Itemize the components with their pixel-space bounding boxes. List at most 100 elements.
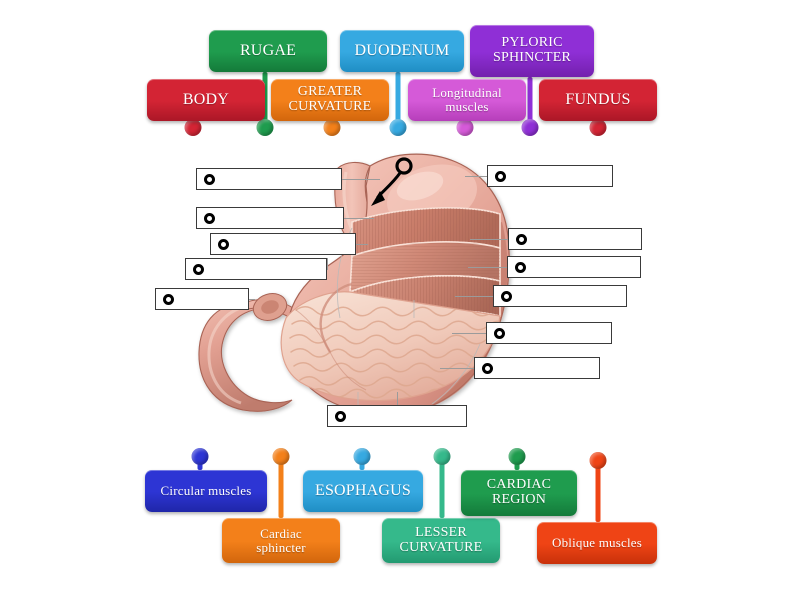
answer-slot[interactable] (493, 285, 627, 307)
leader-line (327, 258, 328, 270)
pin-stem (278, 456, 284, 518)
word-tile-duodenum[interactable]: DUODENUM (340, 30, 464, 72)
drop-target-icon (495, 170, 506, 182)
pin-knob (323, 119, 341, 136)
answer-slot-value (223, 169, 337, 189)
leader-line (356, 244, 368, 245)
pin-knob (521, 119, 539, 136)
pin-cardiac-region (508, 448, 526, 470)
cardiac-sphincter-detail (252, 293, 288, 321)
drop-target-icon (163, 293, 174, 305)
pin-knob (456, 119, 474, 136)
pin-circular-muscles (191, 448, 209, 470)
word-tile-label: RUGAE (239, 41, 297, 59)
answer-slot-value (223, 208, 339, 228)
drop-target-icon (204, 173, 215, 185)
pin-oblique-muscles (589, 452, 607, 522)
answer-slot[interactable] (508, 228, 642, 250)
answer-slot[interactable] (196, 207, 344, 229)
word-tile-label: BODY (182, 90, 230, 108)
leader-line (344, 218, 374, 219)
pin-knob (353, 448, 371, 465)
pin-body (184, 119, 202, 136)
word-tile-label: ESOPHAGUS (314, 481, 412, 499)
word-tile-label: Oblique muscles (551, 535, 642, 551)
word-tile-label: Circular muscles (160, 483, 252, 499)
pin-knob (589, 119, 607, 136)
answer-slot[interactable] (487, 165, 613, 187)
drop-target-icon (515, 261, 526, 273)
answer-slot-value (520, 286, 622, 306)
answer-slot-value (237, 234, 351, 254)
lesser-curvature-wall (319, 282, 353, 353)
pin-pyloric-sphincter (521, 77, 539, 136)
drop-target-icon (501, 290, 512, 302)
leader-line (249, 299, 255, 300)
word-tile-label: DUODENUM (354, 41, 450, 59)
answer-slot[interactable] (474, 357, 600, 379)
pin-fundus (589, 119, 607, 136)
leader-line (465, 176, 487, 177)
answer-slot-value (501, 358, 595, 378)
answer-slot-value (513, 323, 607, 343)
pin-knob (433, 448, 451, 465)
answer-slot-value (212, 259, 322, 279)
answer-slot[interactable] (155, 288, 249, 310)
pin-cardiac-sphincter (272, 448, 290, 518)
word-tile-body[interactable]: BODY (147, 79, 265, 121)
answer-slot-value (354, 406, 462, 426)
pin-stem (527, 77, 533, 126)
drop-target-icon (335, 410, 346, 422)
word-tile-fundus[interactable]: FUNDUS (539, 79, 657, 121)
pin-stem (395, 72, 401, 126)
answer-slot[interactable] (327, 405, 467, 427)
drop-target-icon (494, 327, 505, 339)
answer-slot[interactable] (185, 258, 327, 280)
answer-slot-value (534, 257, 636, 277)
word-tile-label: FUNDUS (565, 90, 631, 108)
pin-duodenum (389, 72, 407, 136)
drop-target-icon (204, 212, 215, 224)
drop-target-icon (516, 233, 527, 245)
answer-slot-value (514, 166, 608, 186)
word-tile-esophagus[interactable]: ESOPHAGUS (303, 470, 423, 512)
rugae-mucosa (280, 291, 501, 402)
answer-slot-value (535, 229, 637, 249)
pin-longitudinal-muscles (456, 119, 474, 136)
word-tile-rugae[interactable]: RUGAE (209, 30, 327, 72)
pin-esophagus (353, 448, 371, 470)
word-tile-circular-muscles[interactable]: Circular muscles (145, 470, 267, 512)
answer-slot[interactable] (507, 256, 641, 278)
leader-line (468, 267, 507, 268)
answer-slot[interactable] (210, 233, 356, 255)
leader-line (470, 239, 508, 240)
pin-knob (184, 119, 202, 136)
leader-line (455, 296, 493, 297)
drop-target-icon (193, 263, 204, 275)
pin-knob (589, 452, 607, 469)
pin-knob (191, 448, 209, 465)
drop-target-icon (482, 362, 493, 374)
pin-stem (262, 72, 268, 126)
word-tile-oblique-muscles[interactable]: Oblique muscles (537, 522, 657, 564)
answer-slot[interactable] (196, 168, 342, 190)
duodenum-shape (198, 302, 293, 412)
pin-greater-curvature (323, 119, 341, 136)
pin-lesser-curvature (433, 448, 451, 518)
answer-slot[interactable] (486, 322, 612, 344)
pin-knob (272, 448, 290, 465)
leader-line (440, 368, 474, 369)
leader-line (397, 392, 398, 405)
pin-knob (256, 119, 274, 136)
